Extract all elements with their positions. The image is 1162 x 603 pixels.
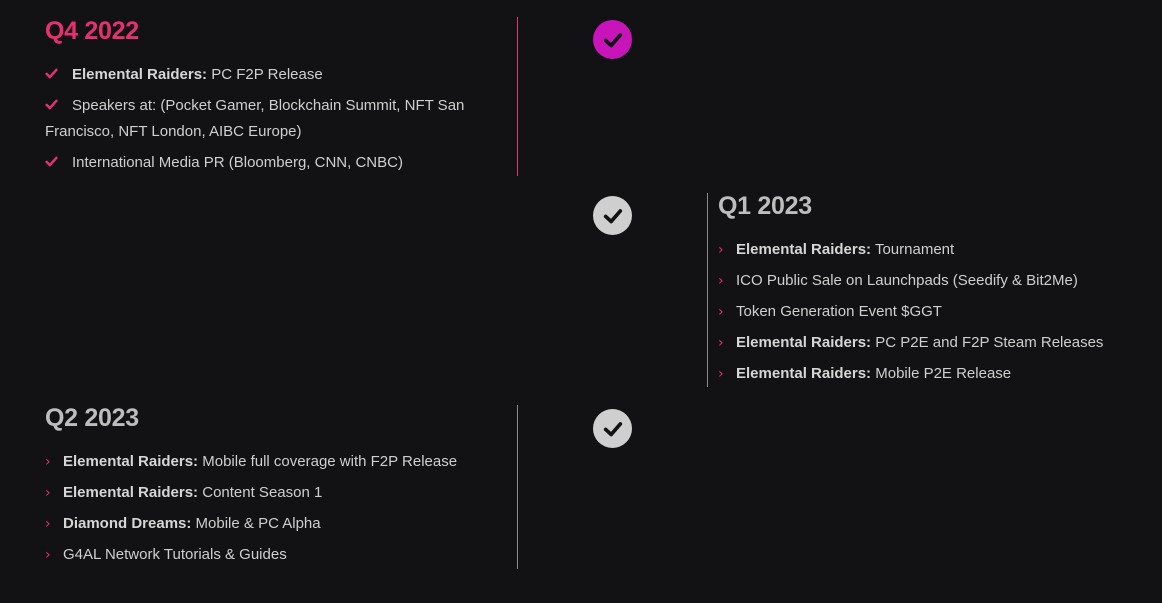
chevron-right-icon: › [718,304,724,320]
check-icon [45,156,58,167]
list-item: ›Token Generation Event $GGT [718,299,1148,325]
check-circle-icon [593,409,632,448]
list-item: ›Elemental Raiders: Tournament [718,237,1148,263]
milestone-title: Q2 2023 [45,404,139,432]
chevron-right-icon: › [45,485,51,501]
list-item: ›ICO Public Sale on Launchpads (Seedify … [718,268,1148,294]
check-circle-icon [593,20,632,59]
check-circle-icon [593,196,632,235]
list-item: ›G4AL Network Tutorials & Guides [45,542,505,568]
milestone-list: ›Elemental Raiders: Tournament ›ICO Publ… [718,237,1148,387]
milestone-title: Q1 2023 [718,192,812,220]
chevron-right-icon: › [45,547,51,563]
chevron-right-icon: › [45,454,51,470]
list-item: ›Diamond Dreams: Mobile & PC Alpha [45,511,505,537]
milestone-q4-2022: Q4 2022 Elemental Raiders: PC F2P Releas… [45,16,505,181]
timeline-divider [517,405,518,569]
milestone-q1-2023: Q1 2023 ›Elemental Raiders: Tournament ›… [718,191,1148,392]
milestone-q2-2023: Q2 2023 ›Elemental Raiders: Mobile full … [45,403,505,573]
list-item: Elemental Raiders: PC F2P Release [45,62,505,88]
chevron-right-icon: › [718,335,724,351]
timeline-divider [517,17,518,176]
check-icon [45,99,58,110]
check-icon [45,68,58,79]
milestone-title: Q4 2022 [45,17,139,45]
milestone-list: ›Elemental Raiders: Mobile full coverage… [45,449,505,568]
list-item: International Media PR (Bloomberg, CNN, … [45,150,505,176]
chevron-right-icon: › [718,242,724,258]
milestone-list: Elemental Raiders: PC F2P Release Speake… [45,62,505,176]
list-item: Speakers at: (Pocket Gamer, Blockchain S… [45,97,465,140]
list-item: ›Elemental Raiders: Mobile full coverage… [45,449,505,475]
chevron-right-icon: › [45,516,51,532]
timeline-divider [707,193,708,387]
list-item: ›Elemental Raiders: Content Season 1 [45,480,505,506]
chevron-right-icon: › [718,273,724,289]
chevron-right-icon: › [718,366,724,382]
list-item: ›Elemental Raiders: PC P2E and F2P Steam… [718,330,1148,356]
list-item: ›Elemental Raiders: Mobile P2E Release [718,361,1148,387]
